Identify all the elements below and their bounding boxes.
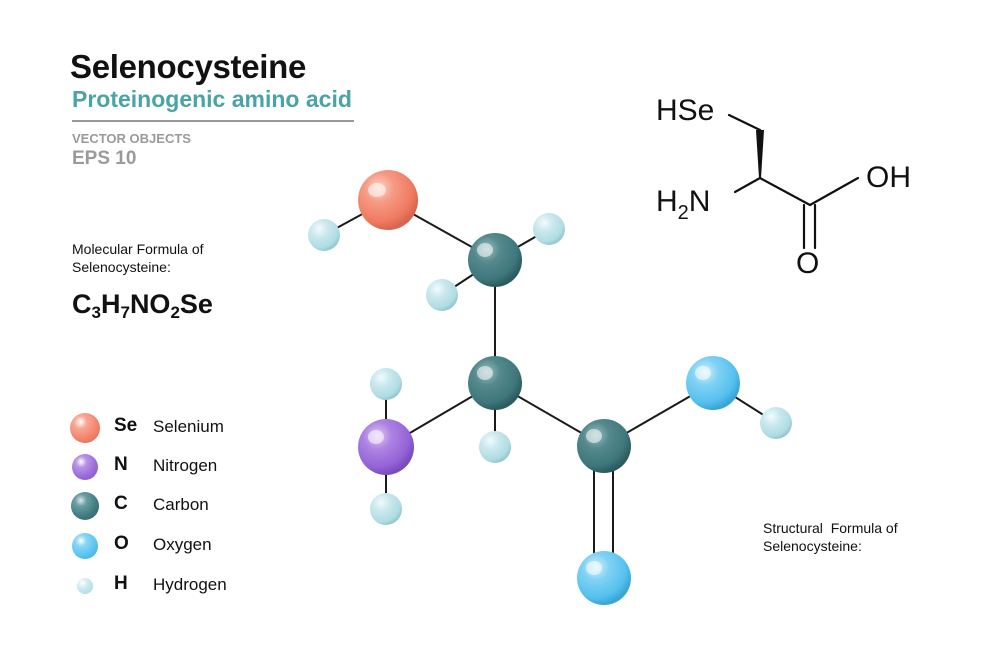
hydrogen-atom: [370, 493, 402, 525]
highlight: [695, 366, 711, 380]
hydrogen-atom: [426, 279, 458, 311]
hydrogen-atom-icon: [77, 578, 93, 594]
vector-objects-label: VECTOR OBJECTS: [72, 131, 191, 146]
highlight: [586, 429, 602, 443]
legend-item-hydrogen: H Hydrogen: [70, 571, 300, 601]
formula-element: C: [72, 289, 92, 319]
oh-label: OH: [866, 161, 911, 194]
molecular-formula-caption: Molecular Formula of Selenocysteine:: [72, 240, 204, 276]
legend-name: Nitrogen: [153, 456, 218, 475]
molecular-formula-caption-line2: Selenocysteine:: [72, 259, 171, 275]
oxygen-label: O: [796, 247, 819, 280]
wedge-bond: [756, 130, 764, 178]
h2n-subscript: 2: [678, 202, 689, 224]
highlight: [477, 366, 493, 380]
legend-item-carbon: C Carbon: [70, 491, 300, 521]
legend-symbol: O: [114, 533, 129, 554]
structural-formula-caption: Structural Formula of Selenocysteine:: [763, 519, 898, 555]
legend-symbol: C: [114, 493, 128, 514]
legend-item-nitrogen: N Nitrogen: [70, 452, 300, 482]
formula-element: NO: [129, 289, 171, 319]
highlight: [586, 561, 602, 575]
molecular-formula-caption-line1: Molecular Formula of: [72, 241, 204, 257]
bond: [808, 176, 860, 207]
formula-element: Se: [179, 289, 213, 319]
legend-name: Selenium: [153, 417, 224, 436]
formula-element: H: [100, 289, 121, 319]
bond: [733, 176, 762, 194]
nitrogen-atom-icon: [72, 454, 98, 480]
oxygen-atom-icon: [72, 533, 98, 559]
page-title: Selenocysteine: [70, 48, 307, 85]
hydrogen-atom: [760, 407, 792, 439]
legend-name: Carbon: [153, 495, 209, 514]
formula-subscript: 7: [120, 303, 130, 322]
structural-formula-caption-line2: Selenocysteine:: [763, 538, 862, 554]
hse-label: HSe: [656, 94, 714, 127]
highlight: [477, 243, 493, 257]
title-divider: [72, 120, 354, 122]
legend-name: Oxygen: [153, 535, 212, 554]
eps-label: EPS 10: [72, 148, 137, 169]
legend-symbol: Se: [114, 415, 138, 436]
h2n-n: N: [689, 185, 711, 218]
legend-symbol: H: [114, 573, 128, 594]
carbon-atom-icon: [71, 492, 99, 520]
legend-item-selenium: Se Selenium: [70, 413, 300, 443]
bond: [758, 176, 812, 207]
atom-highlights: [368, 183, 711, 575]
hydrogen-atom: [370, 368, 402, 400]
hydrogen-atom: [308, 219, 340, 251]
molecular-formula: C3H7NO2Se: [72, 289, 213, 322]
hydrogen-atom: [533, 213, 565, 245]
formula-subscript: 3: [91, 303, 101, 322]
structural-formula-caption-line1: Structural Formula of: [763, 520, 898, 536]
legend-symbol: N: [114, 454, 128, 475]
h2n-label: H2N: [656, 185, 710, 224]
highlight: [368, 183, 386, 197]
highlight: [368, 430, 384, 444]
legend-name: Hydrogen: [153, 575, 227, 594]
selenium-atom-icon: [70, 413, 100, 443]
page-subtitle: Proteinogenic amino acid: [72, 86, 352, 112]
formula-subscript: 2: [170, 303, 180, 322]
h2n-h: H: [656, 185, 678, 218]
hydrogen-atom: [479, 431, 511, 463]
bond: [727, 113, 762, 132]
legend-item-oxygen: O Oxygen: [70, 531, 300, 561]
